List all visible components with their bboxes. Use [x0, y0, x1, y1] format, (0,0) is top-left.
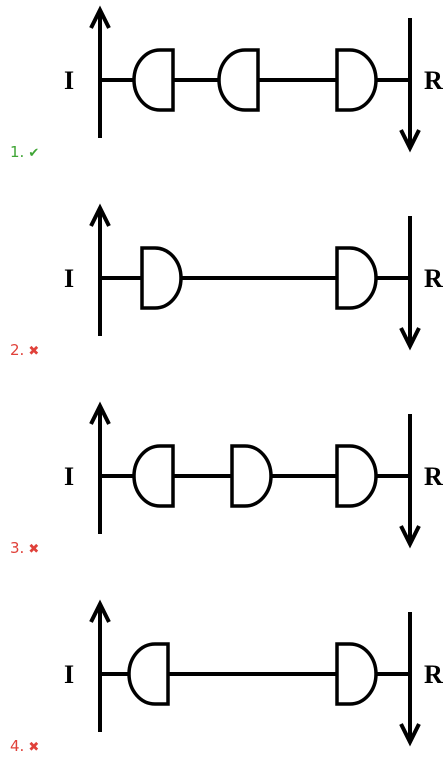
- option-number-text: 1.: [10, 143, 25, 161]
- optical-elements: [132, 48, 378, 112]
- reflected-label: R: [424, 66, 443, 95]
- lens-system-diagram: [89, 599, 421, 747]
- half-disc-element: [140, 246, 183, 310]
- cross-icon: ✖: [28, 344, 40, 359]
- incident-arrow-head: [89, 203, 111, 227]
- incident-label: I: [64, 66, 75, 95]
- cross-icon: ✖: [28, 542, 40, 557]
- optical-elements: [140, 246, 378, 310]
- reflected-label: R: [424, 660, 443, 689]
- optical-elements: [127, 642, 378, 706]
- incident-arrow-head: [89, 5, 111, 29]
- lens-system-diagram: [89, 203, 421, 351]
- optical-elements: [132, 444, 378, 508]
- half-disc-element: [132, 444, 175, 508]
- half-disc-element: [335, 246, 378, 310]
- option-number-text: 3.: [10, 539, 25, 557]
- reflected-arrow-head: [399, 129, 421, 153]
- cross-icon: ✖: [28, 740, 40, 755]
- reflected-label: R: [424, 264, 443, 293]
- half-disc-element: [217, 48, 260, 112]
- half-disc-element: [132, 48, 175, 112]
- incident-label: I: [64, 462, 75, 491]
- option-number-text: 2.: [10, 341, 25, 359]
- option-number: 2.✖: [10, 341, 39, 361]
- reflected-arrow-head: [399, 327, 421, 351]
- reflected-arrow-head: [399, 525, 421, 549]
- option-number: 3.✖: [10, 539, 39, 559]
- option-number-text: 4.: [10, 737, 25, 755]
- half-disc-element: [335, 48, 378, 112]
- option-number: 1.✔: [10, 143, 39, 163]
- reflected-label: R: [424, 462, 443, 491]
- option-number: 4.✖: [10, 737, 39, 757]
- incident-arrow-head: [89, 401, 111, 425]
- check-icon: ✔: [28, 146, 40, 161]
- half-disc-element: [335, 642, 378, 706]
- incident-label: I: [64, 660, 75, 689]
- incident-label: I: [64, 264, 75, 293]
- lens-system-diagram: [89, 401, 421, 549]
- half-disc-element: [335, 444, 378, 508]
- incident-arrow-head: [89, 599, 111, 623]
- reflected-arrow-head: [399, 723, 421, 747]
- half-disc-element: [230, 444, 273, 508]
- lens-system-diagram: [89, 5, 421, 153]
- half-disc-element: [127, 642, 170, 706]
